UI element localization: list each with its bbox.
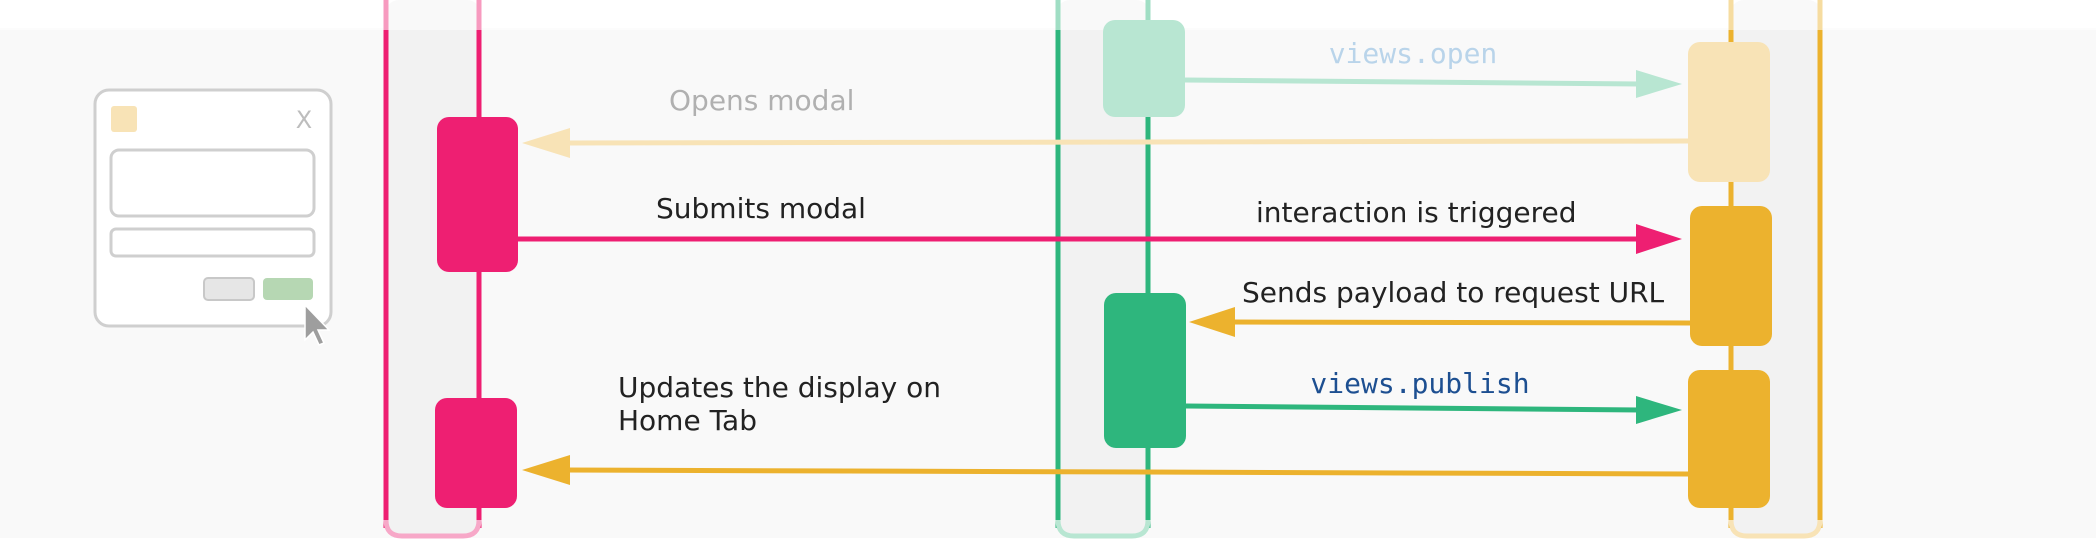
modal-textarea (109, 148, 316, 218)
arrow-opens-modal (522, 128, 1689, 158)
arrow-views-publish (1185, 396, 1682, 424)
label-opens-modal: Opens modal (669, 84, 854, 117)
modal-app-icon (111, 106, 137, 132)
modal-mockup: X (93, 88, 333, 346)
arrow-sends-payload (1189, 307, 1691, 337)
arrow-submits-modal (518, 224, 1682, 254)
label-updates-display-line2: Home Tab (618, 404, 757, 437)
modal-cancel-button (203, 277, 255, 301)
activation-user-2 (435, 398, 517, 508)
activation-slack-2 (1690, 206, 1772, 346)
label-views-publish: views.publish (1310, 367, 1529, 400)
modal-close-icon: X (296, 106, 312, 134)
cursor-icon (304, 303, 331, 346)
label-submits-modal: Submits modal (656, 192, 866, 225)
label-updates-display-line1: Updates the display on (618, 371, 941, 404)
activation-slack-3 (1688, 370, 1770, 508)
arrow-views-open (1184, 70, 1682, 98)
label-views-open: views.open (1329, 37, 1498, 70)
arrow-updates-display (522, 455, 1689, 485)
label-sends-payload: Sends payload to request URL (1242, 276, 1665, 309)
modal-submit-button (263, 278, 313, 300)
activation-user-1 (437, 117, 518, 272)
activation-app-1-faded (1103, 20, 1185, 117)
activation-slack-1-faded (1688, 42, 1770, 182)
modal-input (109, 227, 316, 258)
activation-app-2 (1104, 293, 1186, 448)
label-interaction-triggered: interaction is triggered (1256, 196, 1577, 229)
